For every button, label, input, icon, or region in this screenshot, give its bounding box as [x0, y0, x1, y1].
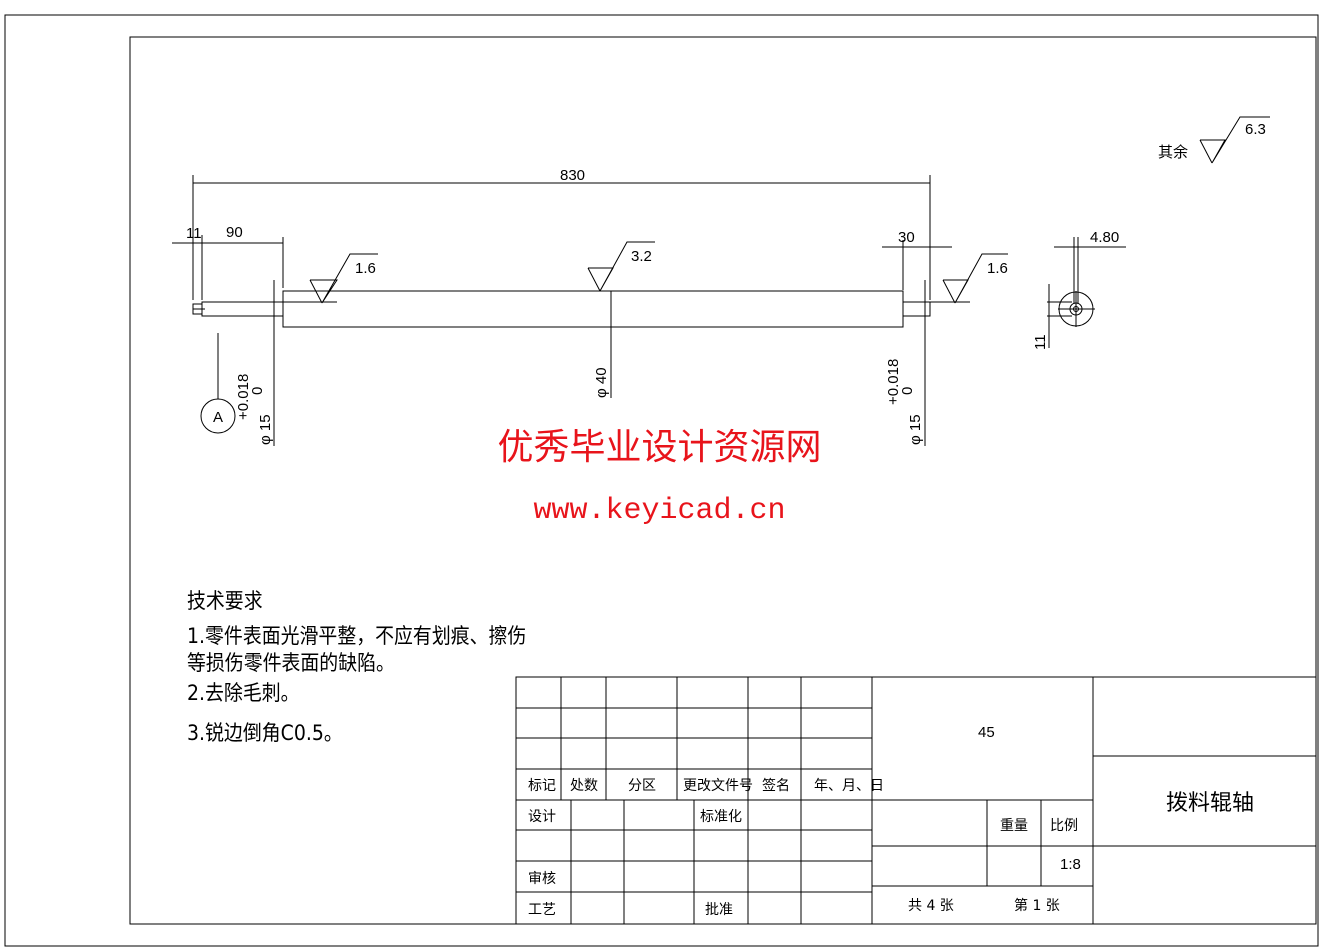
datum-circle — [200, 398, 236, 434]
dia-body: φ 40 — [593, 367, 610, 398]
dimension-lines — [172, 175, 970, 446]
process-label: 工艺 — [528, 902, 556, 918]
weight-label: 重量 — [1000, 818, 1028, 834]
standard-label: 标准化 — [700, 809, 742, 825]
scale-value: 1:8 — [1060, 856, 1081, 873]
tol-upper-left: +0.018 — [235, 374, 252, 420]
roughness-left: 1.6 — [355, 260, 376, 277]
watermark-url: www.keyicad.cn — [533, 494, 786, 528]
scale-label: 比例 — [1050, 818, 1078, 834]
datum-label: A — [213, 409, 223, 426]
side-width: 4.80 — [1090, 229, 1119, 246]
th-date: 年、月、日 — [814, 778, 884, 794]
dia-right: φ 15 — [907, 414, 924, 445]
th-zone: 分区 — [628, 778, 656, 794]
roughness-symbols — [309, 116, 1270, 304]
dim-left-journal: 90 — [226, 224, 243, 241]
roughness-right: 1.6 — [987, 260, 1008, 277]
watermark-title: 优秀毕业设计资源网 — [497, 427, 822, 468]
title-block-grid — [515, 676, 1317, 925]
roughness-other-label: 其余 — [1158, 143, 1188, 161]
requirement-line: 3.锐边倒角C0.5。 — [187, 721, 343, 745]
requirement-line: 2.去除毛刺。 — [187, 681, 300, 705]
dim-left-end: 11 — [186, 225, 202, 242]
th-signature: 签名 — [762, 777, 790, 794]
th-change-doc: 更改文件号 — [683, 778, 753, 794]
tol-upper-right: +0.018 — [885, 359, 902, 405]
roughness-body: 3.2 — [631, 248, 652, 265]
design-label: 设计 — [528, 809, 556, 825]
tol-lower-right: 0 — [899, 387, 916, 395]
requirement-line: 1.零件表面光滑平整，不应有划痕、擦伤 — [187, 624, 527, 648]
dia-left: φ 15 — [257, 414, 274, 445]
dim-right-journal: 30 — [898, 229, 915, 246]
dim-overall-length: 830 — [560, 167, 585, 184]
review-label: 审核 — [528, 871, 556, 887]
sheets-total: 共 4 张 — [908, 898, 954, 914]
side-height: 11 — [1032, 334, 1049, 350]
th-mark: 标记 — [528, 778, 556, 794]
shaft-side-view — [1047, 237, 1126, 348]
approve-label: 批准 — [705, 902, 733, 918]
requirements-heading: 技术要求 — [187, 589, 263, 613]
th-count: 处数 — [570, 778, 598, 794]
tol-lower-left: 0 — [249, 387, 266, 395]
shaft-front-view — [192, 290, 931, 328]
material: 45 — [978, 724, 995, 741]
roughness-other: 6.3 — [1245, 121, 1266, 138]
part-name: 拨料辊轴 — [1166, 791, 1254, 816]
requirement-line: 等损伤零件表面的缺陷。 — [187, 651, 395, 675]
outer-border — [4, 14, 1319, 947]
sheet-number: 第 1 张 — [1014, 897, 1060, 914]
